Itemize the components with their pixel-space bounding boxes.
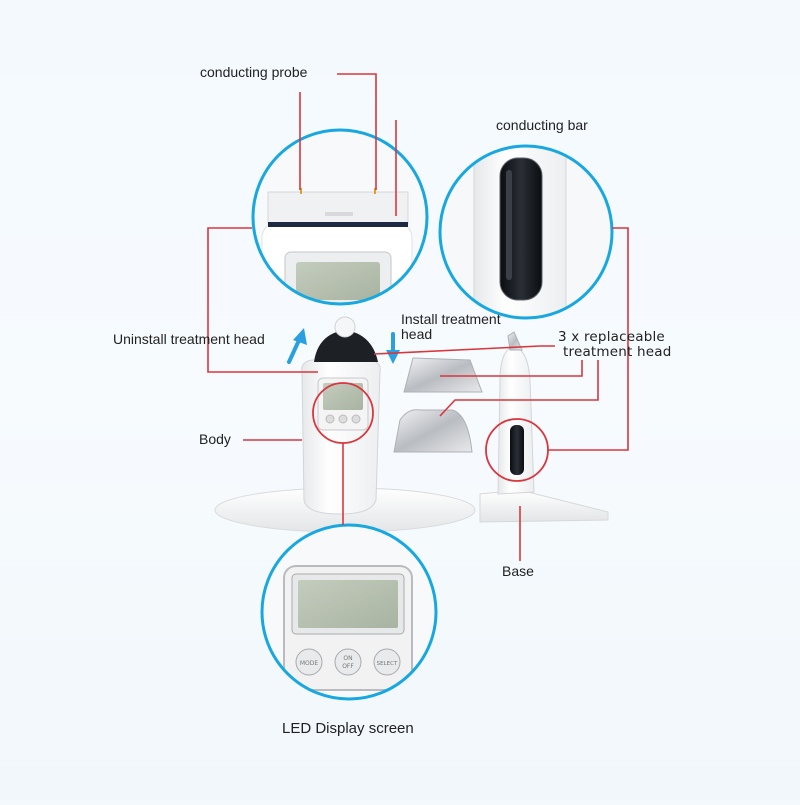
leader-uninstall [207, 227, 318, 373]
main-device-lcd [323, 383, 363, 410]
install-arrow [386, 332, 400, 364]
main-device [214, 316, 476, 533]
replaceable-head-1 [403, 357, 483, 393]
label-conducting-bar: conducting bar [496, 117, 588, 133]
label-install-treatment-line1: Install treatment [401, 311, 501, 327]
label-replaceable-line1: 3 x replaceable [558, 329, 665, 345]
leader-probe-main [337, 73, 377, 190]
label-conducting-probe: conducting probe [200, 64, 308, 80]
uninstall-arrow [287, 328, 307, 364]
label-body: Body [199, 431, 231, 447]
replaceable-head-2 [393, 409, 473, 453]
slim-device-base [479, 489, 609, 523]
leader-head-2 [439, 360, 599, 417]
label-uninstall-treatment-head: Uninstall treatment head [113, 331, 265, 347]
label-install-treatment-line2: head [401, 326, 433, 342]
onoff-button-label-2: OFF [342, 663, 354, 670]
label-base: Base [502, 563, 534, 579]
callout-led-display: MODE ON OFF SELECT [260, 523, 438, 701]
slim-device [479, 331, 609, 523]
main-device-button [338, 414, 348, 424]
replaceable-heads [393, 357, 483, 453]
select-button-label: SELECT [377, 661, 398, 667]
mode-button-label: MODE [300, 660, 319, 667]
leader-head-1 [440, 360, 583, 377]
leader-head-top [373, 345, 555, 355]
main-device-button [325, 414, 335, 424]
callout-conducting-probe [251, 128, 429, 306]
callout-conducting-bar [438, 144, 614, 320]
label-led-display-screen: LED Display screen [282, 720, 414, 737]
leader-lines [207, 73, 629, 561]
onoff-button-label-1: ON [343, 655, 352, 662]
main-device-button [351, 414, 361, 424]
leader-conducting-bar [548, 227, 629, 451]
label-replaceable-line2: treatment head [563, 344, 672, 360]
main-device-knob [334, 316, 356, 338]
main-device-treatment-head [314, 330, 378, 362]
slim-device-tip [507, 331, 523, 351]
slim-device-conducting-bar [510, 425, 524, 475]
